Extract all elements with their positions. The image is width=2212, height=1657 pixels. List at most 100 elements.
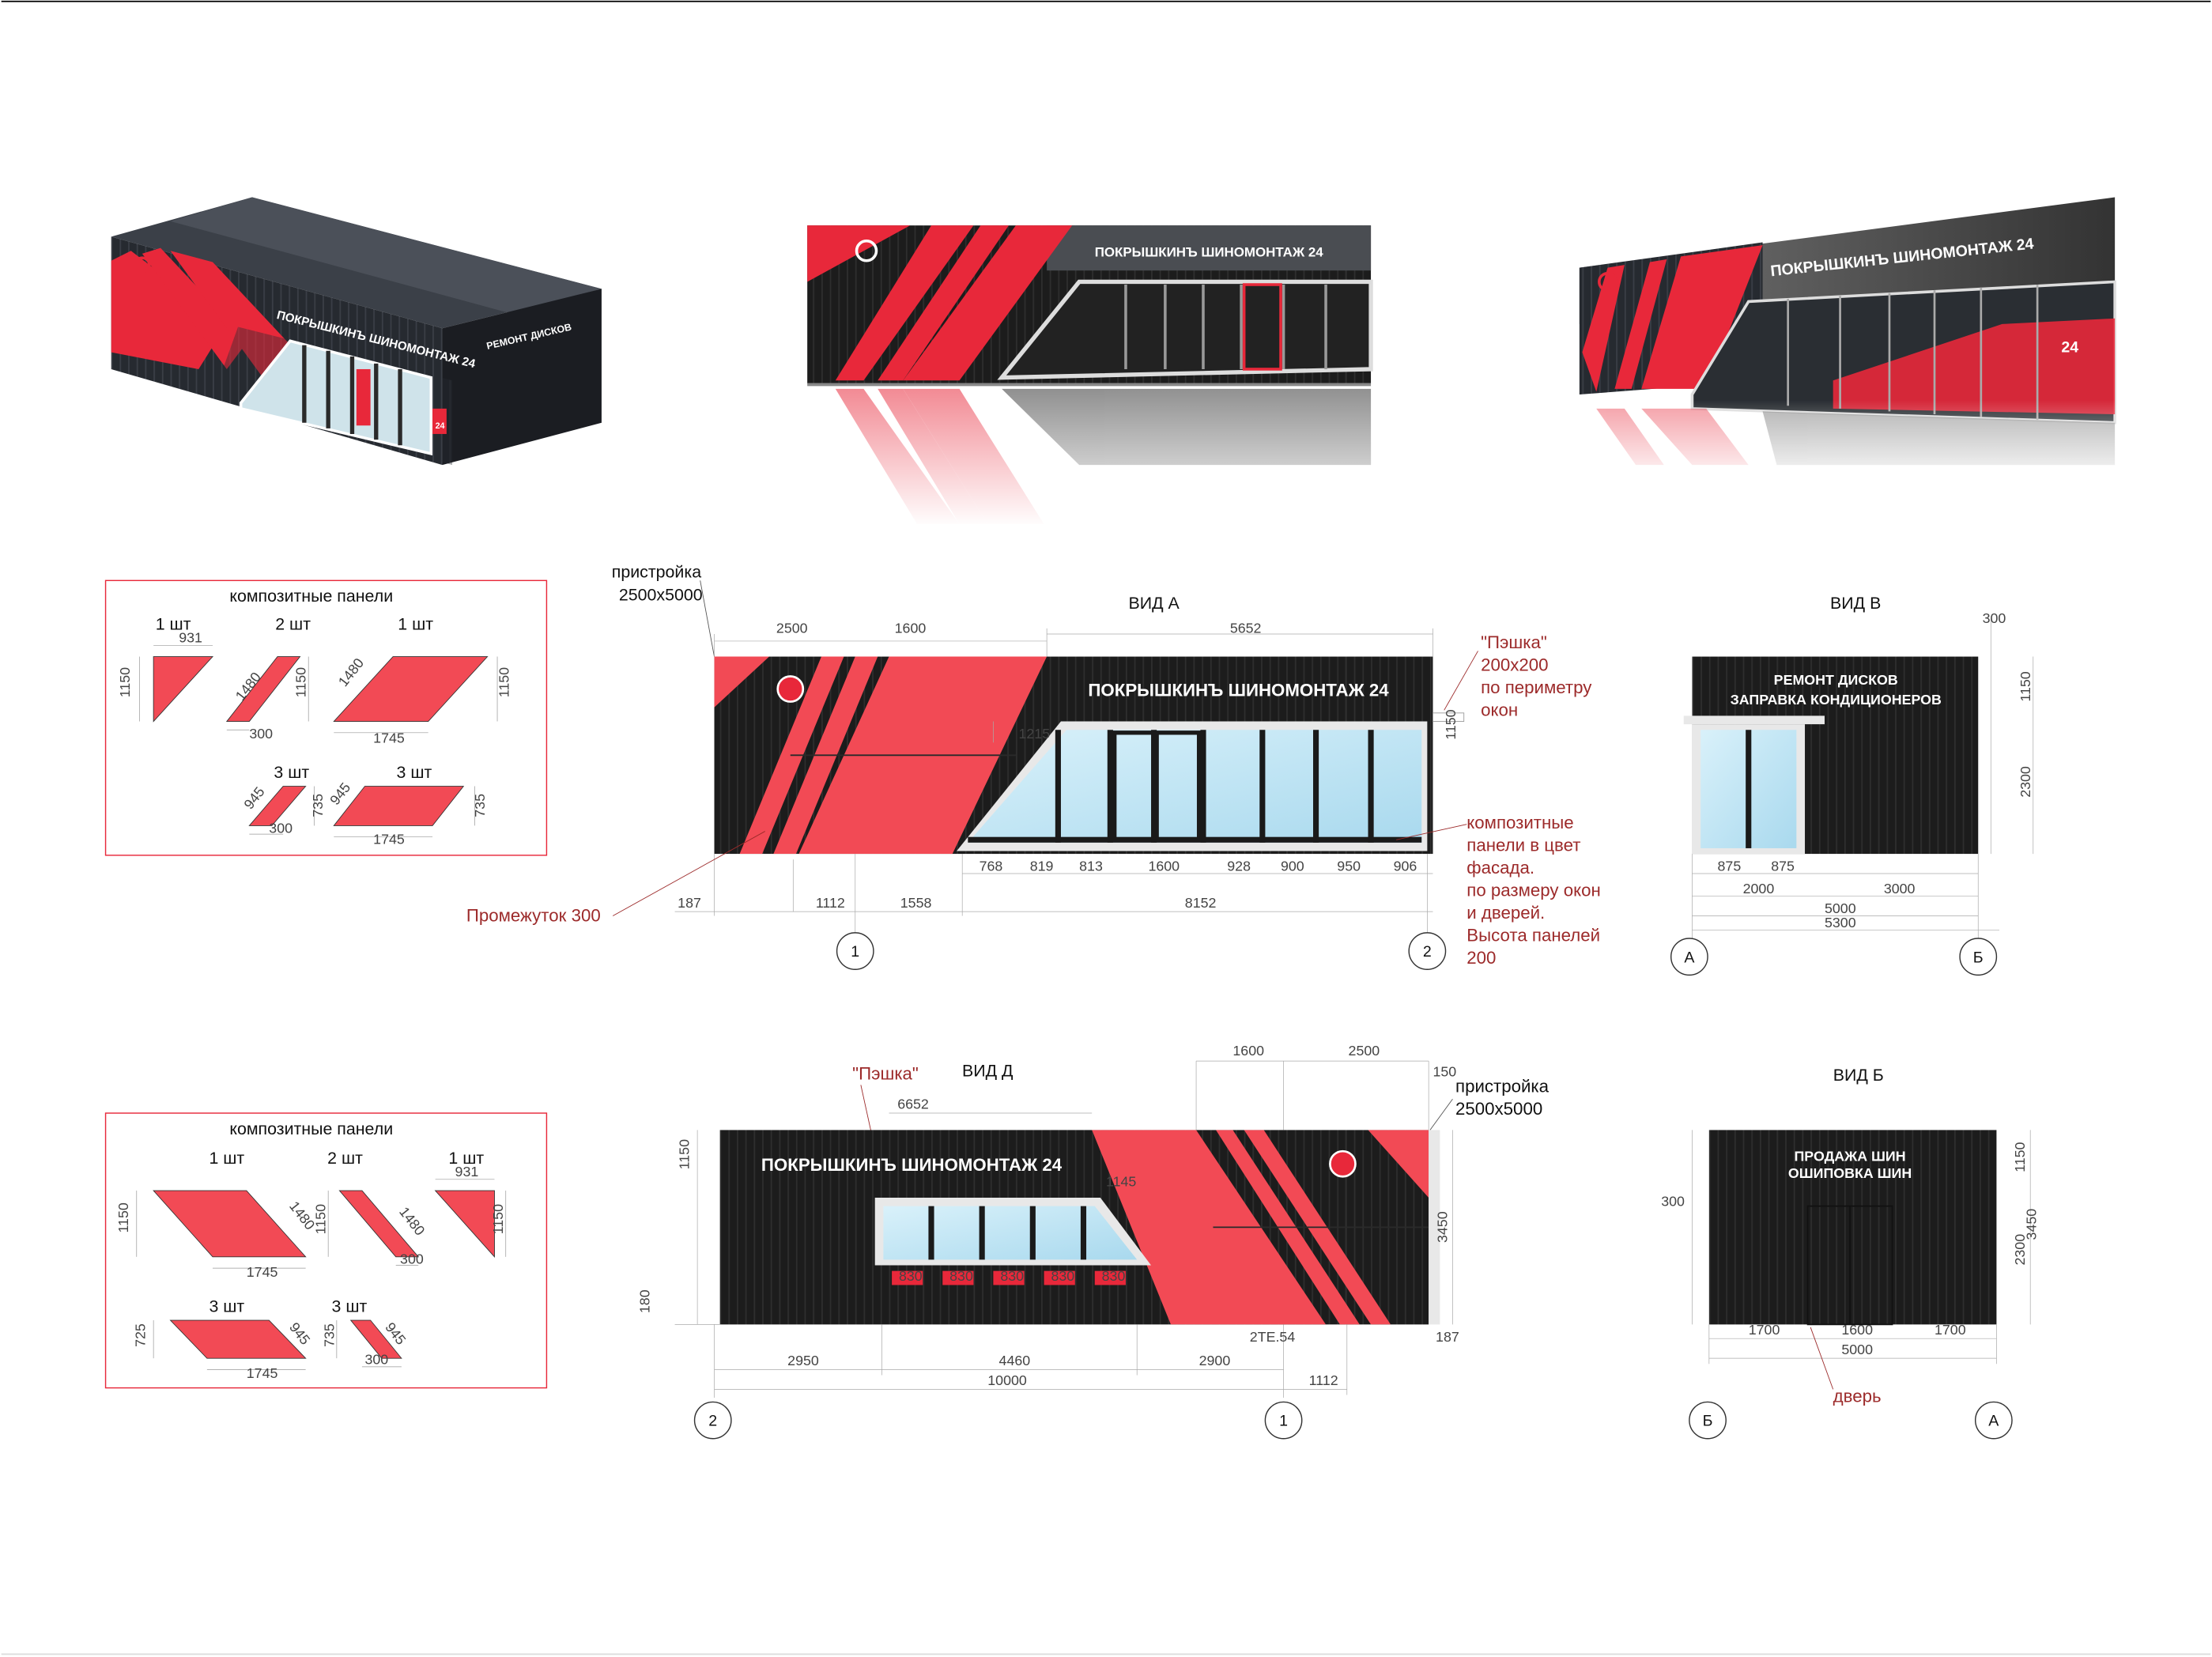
- panel-shape: [153, 1190, 307, 1258]
- dim-text: 725: [132, 1323, 148, 1347]
- axis-marker: [1408, 932, 1447, 970]
- view-d-title: ВИД Д: [962, 1062, 1014, 1081]
- dim-text: 1558: [900, 895, 932, 911]
- panels-box-top: композитные панели 1 шт 2 шт 1 шт 3 шт 3…: [104, 579, 548, 856]
- dim-text: 1745: [247, 1264, 278, 1280]
- annex-label: пристройка: [612, 563, 701, 582]
- qty: 2 шт: [275, 615, 311, 634]
- dim-text: 5652: [1230, 620, 1262, 636]
- dim-text: 1150: [676, 1139, 692, 1169]
- axis-marker: [1264, 1401, 1303, 1440]
- view-d: ВИД Д "Пэшка" пристройка 2500х5000: [637, 1043, 1550, 1440]
- gap-note: Промежуток 300: [466, 906, 601, 926]
- dim-text: 1480: [335, 655, 367, 690]
- axis-label: Б: [1973, 949, 1984, 966]
- dim-text: 2ТЕ.54: [1250, 1329, 1296, 1345]
- axis-marker: [1974, 1401, 2013, 1440]
- panels-top-title: композитные панели: [229, 587, 393, 606]
- render3-badge: 24: [2061, 339, 2078, 357]
- dim-text: 950: [1337, 858, 1361, 874]
- composite-note: Высота панелей: [1466, 926, 1600, 946]
- dim-text: 1215: [1018, 726, 1050, 742]
- dim-text: 5000: [1841, 1342, 1873, 1357]
- dim-text: 875: [1718, 858, 1742, 874]
- panel-shape: [333, 786, 465, 826]
- dim-text: 931: [179, 630, 202, 646]
- dim-text: 1745: [373, 730, 405, 745]
- dim-text: 5000: [1825, 900, 1856, 916]
- qty: 2 шт: [327, 1149, 363, 1168]
- dim-text: 1745: [247, 1365, 278, 1381]
- panel-shape: [349, 1319, 402, 1359]
- annex-label-d: пристройка: [1455, 1076, 1550, 1096]
- dim-text: 1150: [117, 667, 133, 697]
- composite-note: и дверей.: [1466, 903, 1545, 923]
- dim-text: 150: [1433, 1064, 1456, 1080]
- dim-text: 1700: [1749, 1322, 1780, 1338]
- view-v-sign-2: ЗАПРАВКА КОНДИЦИОНЕРОВ: [1731, 692, 1942, 708]
- dim-text: 300: [249, 726, 273, 742]
- dim-text: 1150: [115, 1202, 131, 1232]
- view-a-title: ВИД А: [1128, 594, 1180, 613]
- logo-icon: [1329, 1149, 1357, 1178]
- axis-label: 2: [708, 1413, 717, 1430]
- dim-text: 3000: [1884, 881, 1916, 896]
- dim-text: 830: [1000, 1268, 1024, 1284]
- annex-size-d: 2500х5000: [1455, 1099, 1542, 1119]
- panel-shape: [153, 656, 214, 723]
- dim-text: 4460: [999, 1353, 1031, 1368]
- dim-text: 1150: [496, 667, 511, 697]
- dim-text: 735: [310, 794, 326, 817]
- dim-text: 1150: [313, 1204, 329, 1234]
- dim-text: 830: [949, 1268, 973, 1284]
- dim-text: 3450: [2023, 1209, 2039, 1240]
- qty: 3 шт: [274, 763, 309, 782]
- render-perspective: ПОКРЫШКИНЪ ШИНОМОНТАЖ 24 24: [1579, 197, 2123, 485]
- peshka-note: "Пэшка": [1481, 632, 1547, 652]
- render1-badge: 24: [436, 421, 445, 431]
- panel-shape: [333, 656, 489, 722]
- dim-text: 10000: [987, 1372, 1027, 1388]
- dim-text: 735: [321, 1323, 337, 1347]
- view-b-sign-2: ОШИПОВКА ШИН: [1788, 1165, 1912, 1181]
- dim-text: 813: [1079, 858, 1103, 874]
- render-front: ПОКРЫШКИНЪ ШИНОМОНТАЖ 24: [807, 225, 1373, 527]
- dim-text: 187: [1436, 1329, 1459, 1345]
- panel-shape: [434, 1190, 495, 1258]
- view-v-title: ВИД В: [1830, 594, 1881, 613]
- dim-text: 830: [899, 1268, 923, 1284]
- peshka-note: окон: [1481, 700, 1518, 719]
- panel-shape: [338, 1190, 420, 1258]
- dim-text: 2500: [776, 620, 808, 636]
- dim-text: 1745: [373, 832, 405, 847]
- dim-text: 1150: [490, 1204, 506, 1234]
- composite-note: 200: [1466, 948, 1496, 968]
- render2-sign: ПОКРЫШКИНЪ ШИНОМОНТАЖ 24: [1095, 244, 1324, 259]
- door-note: дверь: [1833, 1386, 1882, 1406]
- dim-text: 875: [1771, 858, 1795, 874]
- dim-text: 1112: [1309, 1372, 1338, 1388]
- qty: 1 шт: [209, 1149, 244, 1168]
- dim-text: 2300: [2012, 1234, 2028, 1266]
- qty: 3 шт: [332, 1297, 368, 1315]
- dim-text: 2950: [787, 1353, 819, 1368]
- dim-text: 300: [1661, 1194, 1685, 1210]
- logo-icon: [776, 675, 805, 703]
- composite-note: по размеру окон: [1466, 881, 1601, 900]
- facade-b: [1708, 1130, 1997, 1325]
- peshka-note: по периметру: [1481, 678, 1592, 697]
- dim-text: 300: [1983, 610, 2006, 626]
- view-b: ВИД Б ПРОДАЖА ШИН ОШИПОВКА ШИН 300 1150 …: [1661, 1066, 2039, 1440]
- qty: 1 шт: [398, 615, 433, 634]
- panel-shape: [169, 1319, 307, 1359]
- panel-shape: [248, 786, 307, 826]
- glass-front: [968, 730, 1422, 843]
- qty: 1 шт: [448, 1149, 484, 1168]
- dim-text: 2000: [1743, 881, 1775, 896]
- dim-text: 3450: [1434, 1211, 1450, 1243]
- dim-text: 1600: [1148, 858, 1180, 874]
- dim-text: 1150: [1443, 709, 1459, 739]
- dim-text: 1150: [293, 667, 309, 697]
- dim-text: 945: [241, 783, 268, 812]
